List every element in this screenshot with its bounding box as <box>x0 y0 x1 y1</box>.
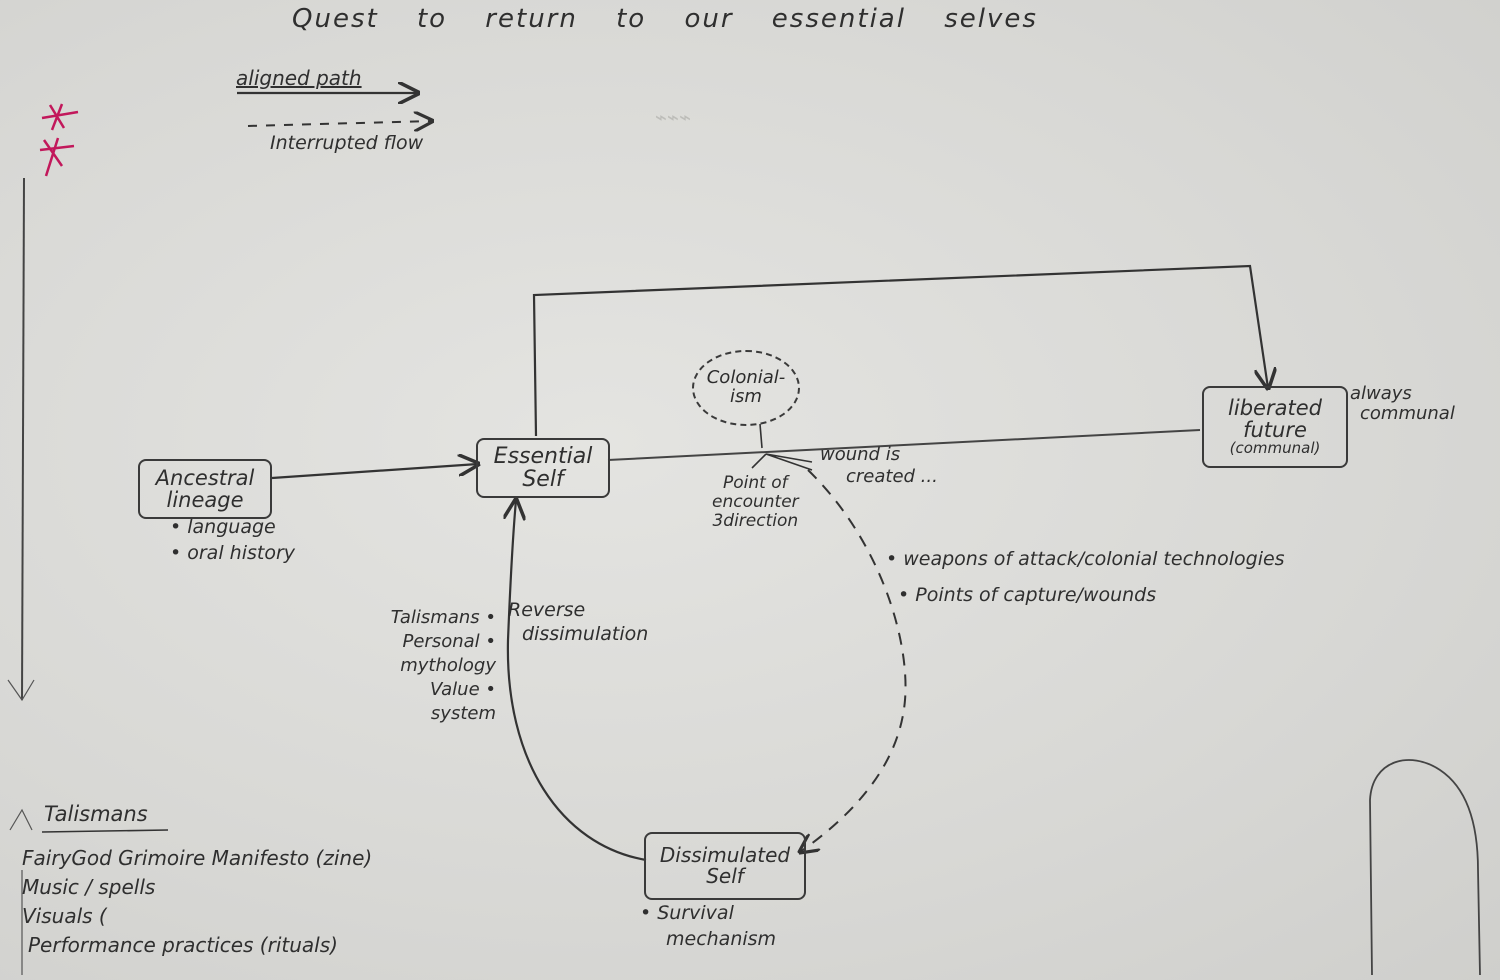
talisman-item-music: Music / spells <box>22 875 156 899</box>
ancestral-lineage-line1: Ancestral <box>155 465 255 490</box>
margin-line <box>21 177 25 701</box>
essential-to-liberated-arrow <box>532 264 1268 437</box>
liberated-future-line3: (communal) <box>1229 439 1321 458</box>
point-of-encounter-line1: Point of <box>723 473 788 493</box>
liberated-future-line2: future <box>1243 418 1307 443</box>
weapons-notes: • weapons of attack/colonial technologie… <box>886 541 1285 613</box>
point-of-encounter-line3: 3direction <box>712 511 799 531</box>
talismans-side-notes: Talismans • Personal • mythology Value •… <box>388 606 496 726</box>
side-mythology: mythology <box>400 655 496 676</box>
reverse-dissimulation-note: Reverse dissimulation <box>508 598 648 646</box>
pink-asterisk-marks <box>39 103 79 177</box>
liberated-future-node: liberated future (communal) <box>1202 386 1348 468</box>
wound-line1: wound is <box>820 444 901 465</box>
colonialism-line2: ism <box>730 386 762 407</box>
reverse-line2: dissimulation <box>522 623 649 645</box>
communal-line: communal <box>1360 403 1455 424</box>
side-talismans: Talismans • <box>390 607 496 628</box>
diagram-title: Quest to return to our essential selves <box>292 4 1038 34</box>
dissimulated-self-node: Dissimulated Self <box>644 832 806 900</box>
ancestral-note-language: • language <box>170 516 276 538</box>
side-value: Value • <box>429 679 496 700</box>
survival-mechanism-note: • Survival mechanism <box>640 900 776 952</box>
side-personal: Personal • <box>402 631 496 652</box>
point-of-encounter-line2: encounter <box>712 492 799 512</box>
always-communal-note: always communal <box>1350 384 1455 424</box>
talisman-item-visuals: Visuals ( <box>22 904 107 928</box>
ancestral-lineage-line2: lineage <box>166 488 244 512</box>
wound-note: wound is created ... <box>820 444 938 488</box>
reverse-line1: Reverse <box>508 599 586 621</box>
legend-interrupted-arrow <box>247 121 432 126</box>
essential-self-line2: Self <box>522 467 564 492</box>
essential-self-line1: Essential <box>493 443 593 469</box>
essential-horizontal-line <box>607 429 1201 461</box>
ancestral-to-essential-arrow <box>271 464 478 480</box>
point-of-encounter-note: Point of encounter 3direction <box>712 474 799 531</box>
colonialism-line1: Colonial- <box>706 367 786 389</box>
liberated-future-line1: liberated <box>1228 396 1322 421</box>
side-system: system <box>430 703 496 724</box>
weapons-note-attack: • weapons of attack/colonial technologie… <box>886 548 1285 570</box>
talismans-list: FairyGod Grimoire Manifesto (zine) Music… <box>22 844 372 960</box>
ancestral-notes: • language • oral history <box>170 514 295 566</box>
legend-aligned-label: aligned path <box>236 66 362 90</box>
survival-line1: • Survival <box>640 902 734 924</box>
dissimulated-self-line1: Dissimulated <box>659 843 791 867</box>
reverse-dissimulation-arrow <box>508 500 647 862</box>
ancestral-note-oral-history: • oral history <box>170 542 295 564</box>
weapons-note-capture: • Points of capture/wounds <box>898 584 1157 606</box>
erased-marks: ⌁⌁⌁ <box>655 105 692 129</box>
talisman-item-grimoire: FairyGod Grimoire Manifesto (zine) <box>22 846 373 870</box>
talisman-item-performance: Performance practices (rituals) <box>28 933 338 957</box>
essential-self-node: Essential Self <box>476 438 610 498</box>
colonialism-node: Colonial- ism <box>692 350 800 426</box>
legend-interrupted-label: Interrupted flow <box>270 132 424 154</box>
interrupted-flow-arrow <box>800 469 907 852</box>
always-line: always <box>1350 383 1412 404</box>
wound-line2: created ... <box>846 466 938 487</box>
talismans-heading: Talismans <box>44 802 148 826</box>
survival-line2: mechanism <box>666 928 777 950</box>
ancestral-lineage-node: Ancestral lineage <box>138 459 272 519</box>
dissimulated-self-line2: Self <box>706 864 744 888</box>
